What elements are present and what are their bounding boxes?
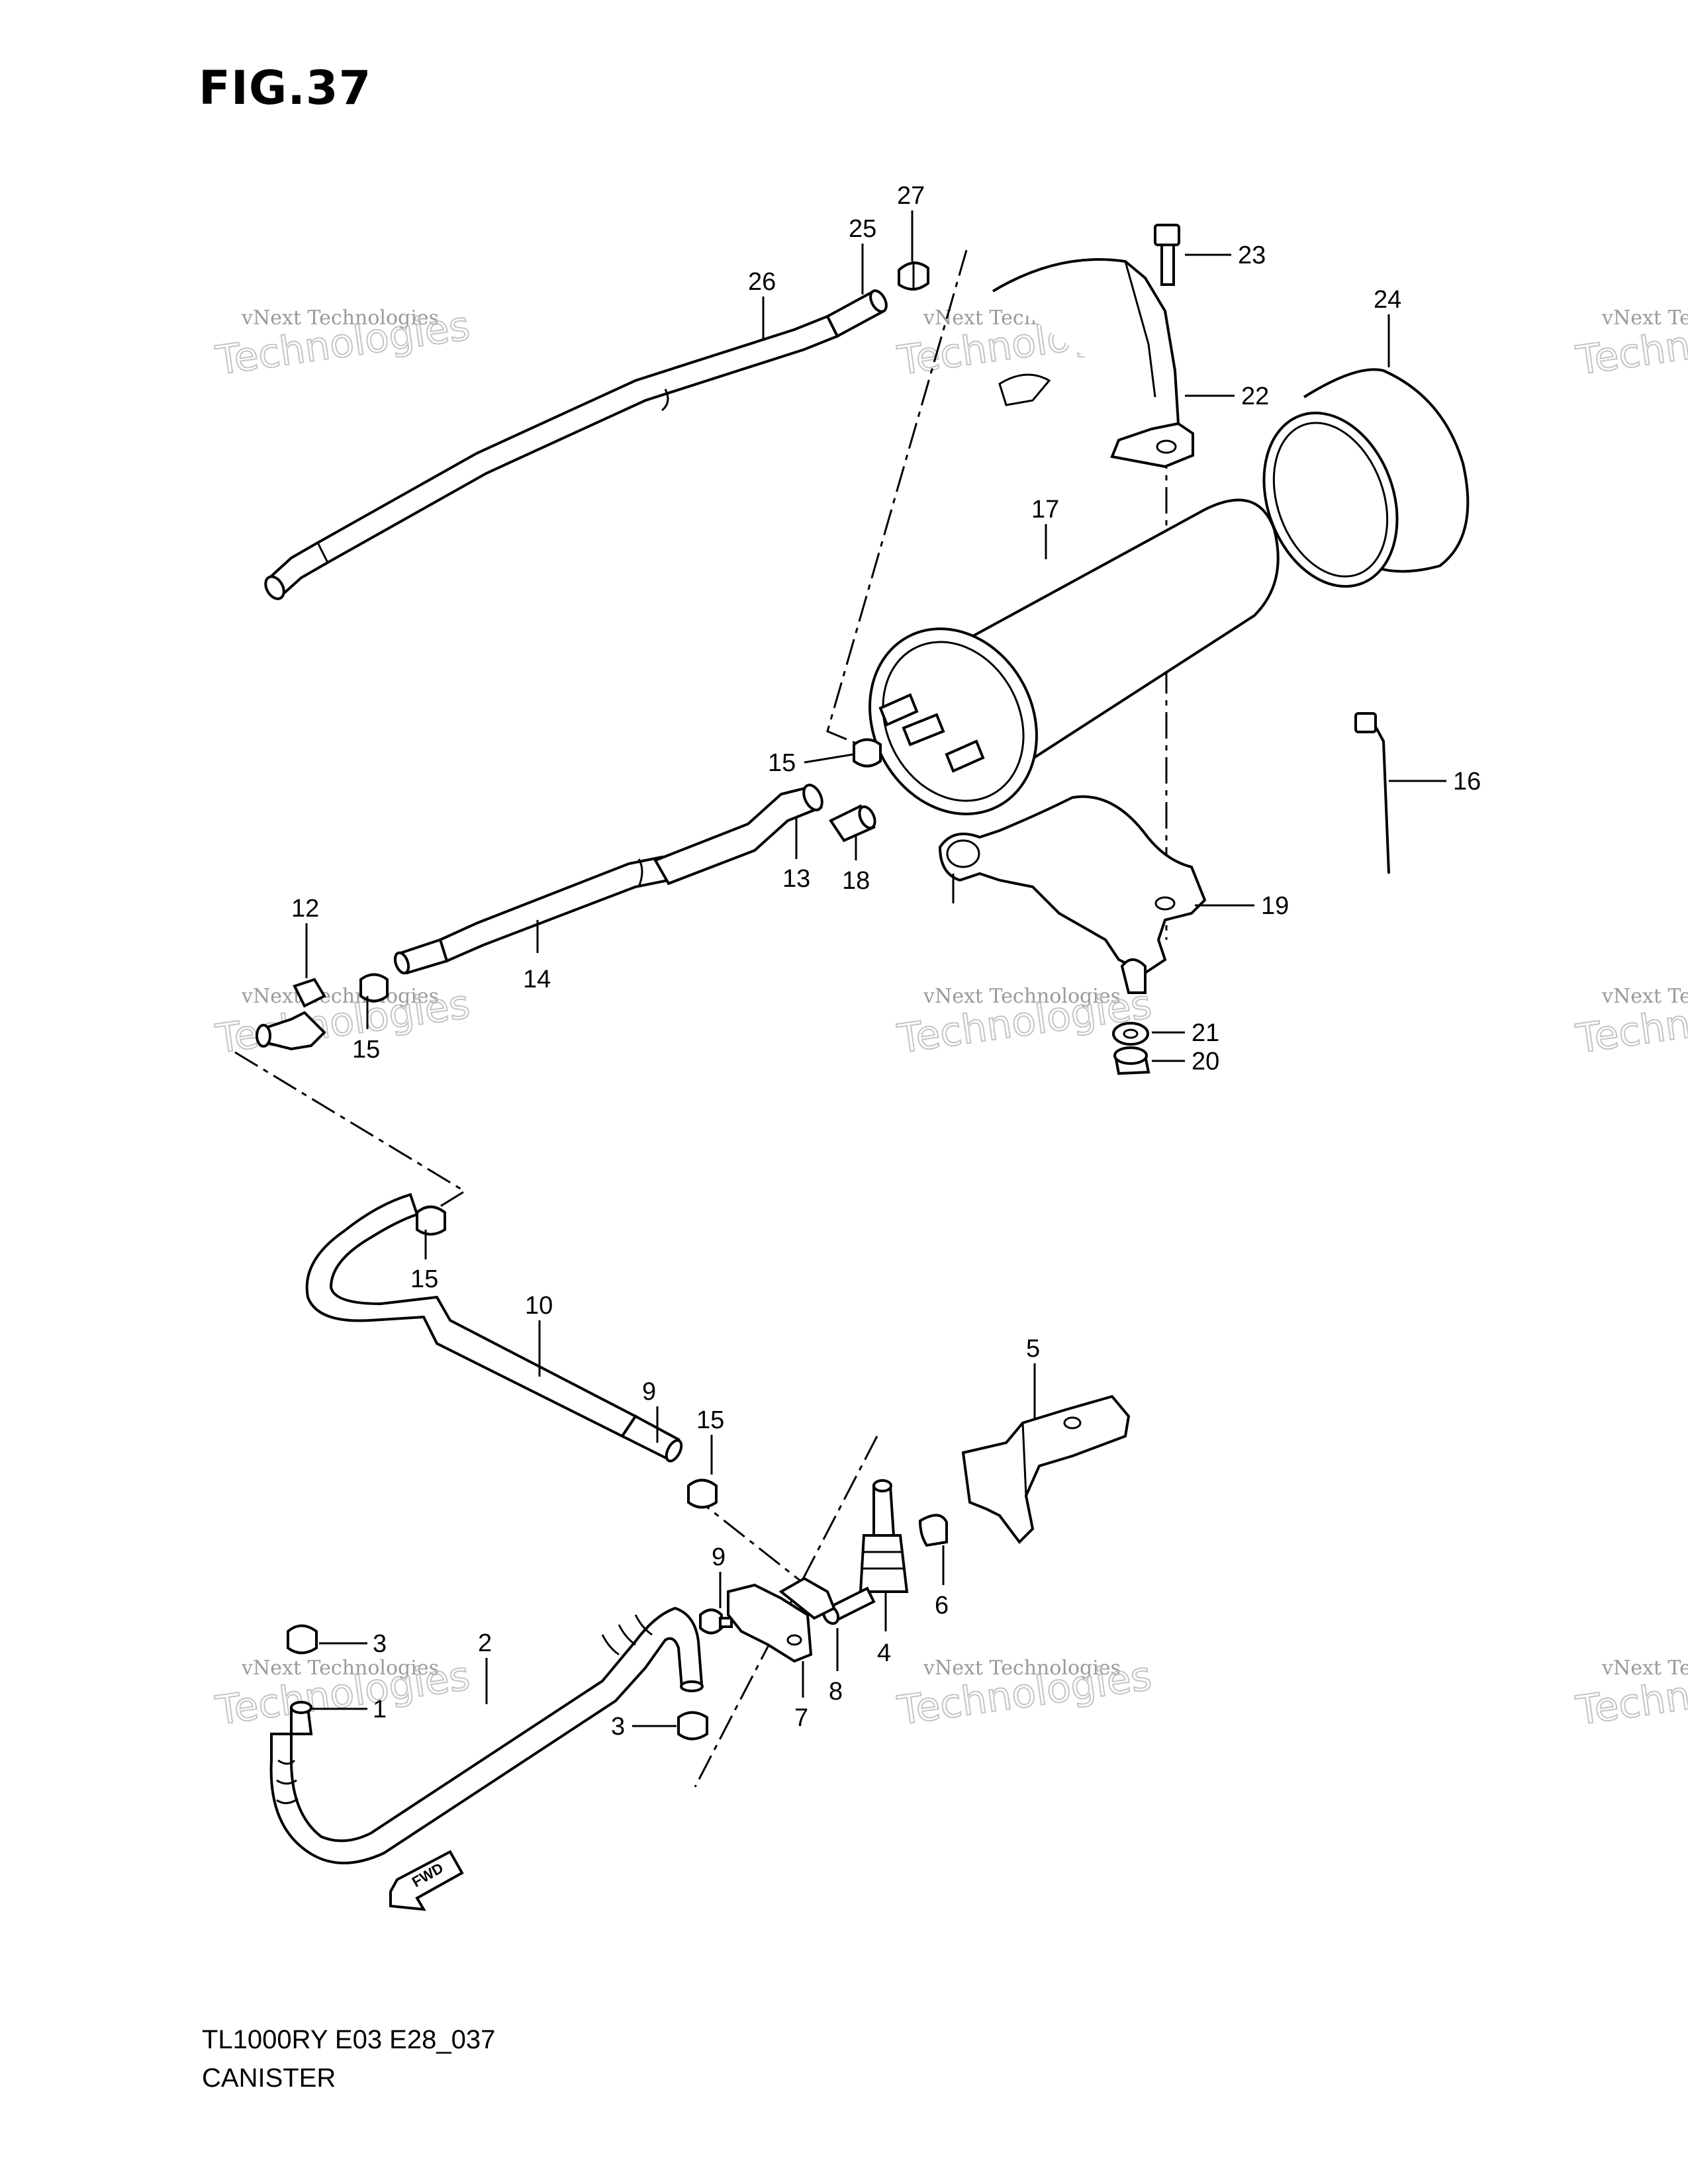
clamp-15-mid: [416, 1205, 446, 1236]
bolt-9: [699, 1608, 733, 1635]
hose-25: [825, 289, 888, 338]
clamp-3-upper: [287, 1624, 318, 1655]
tie-band-16: [1354, 712, 1390, 874]
bracket-19: [938, 795, 1207, 994]
clamp-15-upper: [853, 738, 882, 768]
callout-15-lower: 15: [696, 1406, 724, 1434]
watermark-text: vNext Technologies: [241, 1657, 439, 1680]
callout-5: 5: [1026, 1335, 1040, 1363]
callout-6: 6: [935, 1592, 949, 1619]
callout-23: 23: [1238, 242, 1266, 269]
watermark-text: vNext Technologies: [1601, 306, 1688, 330]
callout-12: 12: [291, 895, 319, 923]
callout-27: 27: [897, 182, 925, 210]
callout-11: 10: [525, 1292, 553, 1320]
watermark-tile-6: vNext Technologies Technologies: [1573, 980, 1688, 1063]
part-callouts: 27 25 26 23 24 22 17 16 15 13 18 19: [291, 182, 1481, 1741]
watermark-tile-4: vNext Technologies Technologies: [212, 980, 473, 1063]
watermark-tile-5: vNext Technologies Technologies: [894, 980, 1155, 1063]
callout-21: 21: [1192, 1019, 1219, 1047]
clamp-15-left: [359, 973, 389, 1003]
callout-16: 16: [1453, 768, 1481, 796]
callout-4: 4: [877, 1639, 891, 1667]
callout-7: 7: [794, 1704, 808, 1732]
watermark-tile-9: vNext Technologies Technologies: [1573, 1652, 1688, 1735]
bracket-7: [727, 1583, 813, 1663]
callout-9: 9: [712, 1543, 726, 1571]
watermark-text: vNext Technologies: [1601, 1657, 1688, 1680]
clip-6: [918, 1514, 948, 1547]
canister-17: [868, 498, 1280, 815]
callout-20: 20: [1192, 1048, 1219, 1075]
callout-3-upper: 3: [373, 1630, 387, 1658]
clamp-27: [898, 261, 929, 291]
watermark-text: vNext Technologies: [241, 306, 439, 330]
callout-15-upper: 15: [768, 749, 796, 777]
hose-13: [653, 784, 823, 886]
callout-15-mid: 15: [410, 1265, 438, 1293]
callout-26: 26: [748, 268, 776, 296]
watermark-text: vNext Technologies: [923, 985, 1121, 1008]
callout-10: 9: [642, 1378, 656, 1406]
watermark-tile-3: vNext Technologies Technologies: [1573, 302, 1688, 385]
fitting-1: [290, 1701, 313, 1735]
watermark-text: vNext Technologies: [241, 985, 439, 1008]
callout-13: 13: [782, 865, 810, 893]
fitting-12: [256, 978, 326, 1051]
callout-22: 22: [1241, 383, 1269, 410]
callout-14: 14: [523, 966, 551, 993]
callout-17: 17: [1031, 496, 1059, 523]
assembly-line-hose-10-valve: [688, 1491, 815, 1593]
hose-2: [269, 1606, 704, 1864]
callout-25: 25: [849, 215, 876, 243]
callout-24: 24: [1374, 286, 1401, 314]
assembly-line-hose-14-11: [234, 1051, 467, 1216]
clamp-15-lower: [687, 1479, 718, 1509]
callout-19: 19: [1261, 892, 1289, 920]
section-name: CANISTER: [202, 2064, 336, 2093]
callout-18: 18: [842, 867, 870, 895]
callout-3-lower: 3: [611, 1713, 625, 1741]
bolt-23: [1154, 224, 1180, 286]
hose-11: [305, 1193, 637, 1438]
cap-18: [829, 804, 876, 842]
forward-direction-arrow: FWD: [389, 1850, 464, 1911]
clamp-3-lower: [677, 1711, 708, 1741]
assembly-line-canister-hose: [826, 250, 968, 749]
callout-15-left: 15: [352, 1036, 380, 1064]
hose-10: [620, 1414, 683, 1463]
figure-title: FIG.37: [199, 61, 372, 115]
callout-2: 2: [478, 1629, 492, 1657]
bracket-5: [961, 1394, 1131, 1545]
hose-14: [393, 855, 671, 975]
washer-21: [1112, 1022, 1149, 1046]
bracket-22: [992, 258, 1194, 469]
watermark-text: vNext Technologies: [1601, 985, 1688, 1008]
nut-20: [1113, 1046, 1150, 1075]
model-code: TL1000RY E03 E28_037: [202, 2025, 496, 2054]
clamp-8: [778, 1576, 836, 1620]
watermark-tile-1: vNext Technologies Technologies: [212, 302, 473, 385]
callout-8: 8: [829, 1678, 843, 1706]
ring-24: [1262, 368, 1470, 588]
watermark-text: vNext Technologies: [923, 1657, 1121, 1680]
watermark-tile-7: vNext Technologies Technologies: [212, 1652, 473, 1735]
callout-1: 1: [373, 1696, 387, 1723]
watermark-tile-8: vNext Technologies Technologies: [894, 1652, 1155, 1735]
